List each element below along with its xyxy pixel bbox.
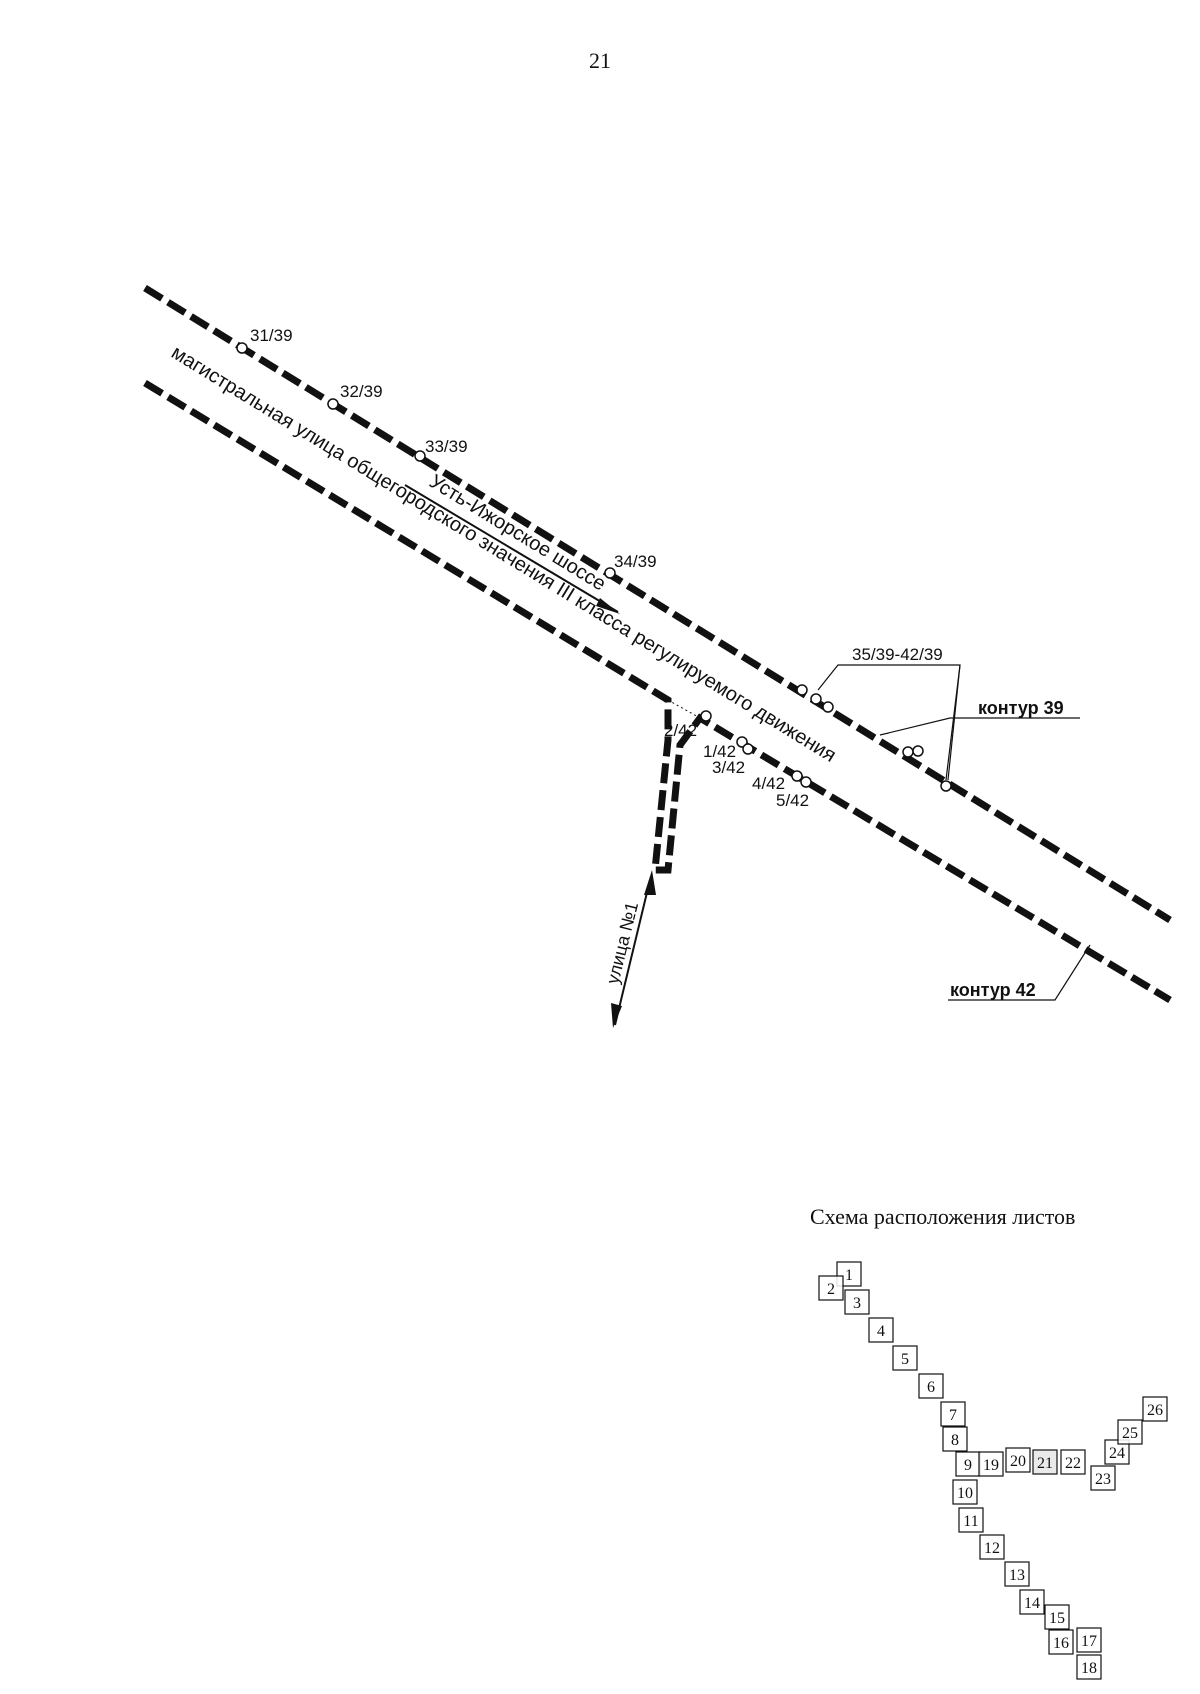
contour-42-boundary — [143, 380, 1172, 1004]
point-33-39-label: 33/39 — [425, 437, 468, 456]
sheet-layout-title: Схема расположения листов — [810, 1204, 1076, 1229]
sheet-21-box — [1032, 1449, 1058, 1475]
point-34-39-label: 34/39 — [614, 552, 657, 571]
sheet-18-box — [1076, 1654, 1102, 1680]
point-35-42-39-label: 35/39-42/39 — [852, 645, 943, 664]
sheet-14-box — [1019, 1589, 1045, 1615]
sheet-23-label: 23 — [1095, 1471, 1111, 1488]
point-32-39-label: 32/39 — [340, 382, 383, 401]
sheet-22-label: 22 — [1065, 1455, 1081, 1472]
sheet-5-label: 5 — [901, 1351, 909, 1368]
sheet-3-label: 3 — [853, 1295, 861, 1312]
sheet-5-box — [892, 1345, 918, 1371]
contour-42-label: контур 42 — [950, 980, 1036, 1000]
leader-lines — [817, 664, 1091, 1001]
sheet-22-box — [1060, 1449, 1086, 1475]
sheet-10-box — [952, 1479, 978, 1505]
sheet-23-box — [1090, 1465, 1116, 1491]
sheet-8-box — [942, 1426, 968, 1452]
contour-39-label: контур 39 — [978, 698, 1064, 718]
survey-point-markers — [236, 342, 952, 792]
contour-labels: контур 39 контур 42 — [950, 698, 1064, 1000]
sheet-26-box — [1142, 1396, 1168, 1422]
survey-point-labels: 31/39 32/39 33/39 34/39 35/39-42/39 2/42… — [250, 326, 943, 810]
sheet-14-label: 14 — [1024, 1595, 1040, 1612]
highway-arrow — [404, 484, 620, 614]
sheet-7-box — [940, 1401, 966, 1427]
sheet-25-label: 25 — [1122, 1425, 1138, 1442]
sheet-10-label: 10 — [957, 1485, 973, 1502]
sheet-6-box — [918, 1373, 944, 1399]
sheet-16-label: 16 — [1053, 1635, 1069, 1652]
sheet-15-label: 15 — [1049, 1610, 1065, 1627]
sheet-18-label: 18 — [1081, 1660, 1097, 1677]
sheet-24-label: 24 — [1109, 1445, 1125, 1462]
sheet-12-label: 12 — [984, 1540, 1000, 1557]
sheet-12-box — [979, 1534, 1005, 1560]
side-street-label: улица №1 — [602, 900, 642, 986]
point-2-42-label: 2/42 — [664, 721, 697, 740]
main-street-label: магистральная улица общегородского значе… — [167, 342, 839, 767]
point-31-39-label: 31/39 — [250, 326, 293, 345]
sheet-4-label: 4 — [877, 1323, 885, 1340]
sheet-11-box — [958, 1507, 984, 1533]
sheet-3-box — [844, 1289, 870, 1315]
sheet-20-box — [1005, 1447, 1031, 1473]
point-5-42-label: 5/42 — [776, 791, 809, 810]
sheet-7-label: 7 — [949, 1407, 957, 1424]
sheet-16-box — [1048, 1629, 1074, 1655]
point-3-42-label: 3/42 — [712, 758, 745, 777]
sheet-9-box — [955, 1451, 981, 1477]
sheet-19-box — [978, 1451, 1004, 1477]
sheet-20-label: 20 — [1010, 1453, 1026, 1470]
point-4-42-label: 4/42 — [752, 774, 785, 793]
sheet-6-label: 6 — [927, 1379, 935, 1396]
sheet-11-label: 11 — [963, 1513, 978, 1530]
contour-39-boundary — [143, 285, 1172, 923]
sheet-19-label: 19 — [983, 1457, 999, 1474]
sheet-17-box — [1076, 1627, 1102, 1653]
sheet-17-label: 17 — [1081, 1633, 1097, 1650]
sheet-2-label: 2 — [827, 1281, 835, 1298]
sheet-15-box — [1044, 1604, 1070, 1630]
sheet-1-label: 1 — [845, 1267, 853, 1284]
sheet-26-label: 26 — [1147, 1402, 1163, 1419]
sheet-21-label: 21 — [1037, 1455, 1053, 1472]
sheet-25-box — [1117, 1419, 1143, 1445]
page-number: 21 — [589, 48, 611, 73]
sheet-8-label: 8 — [951, 1432, 959, 1449]
point-1-42-label: 1/42 — [703, 742, 736, 761]
sheet-4-box — [868, 1317, 894, 1343]
sheet-2-box — [818, 1275, 844, 1301]
side-street-arrow — [611, 870, 656, 1028]
sheet-9-label: 9 — [964, 1457, 972, 1474]
sheet-13-label: 13 — [1009, 1567, 1025, 1584]
sheet-13-box — [1004, 1561, 1030, 1587]
